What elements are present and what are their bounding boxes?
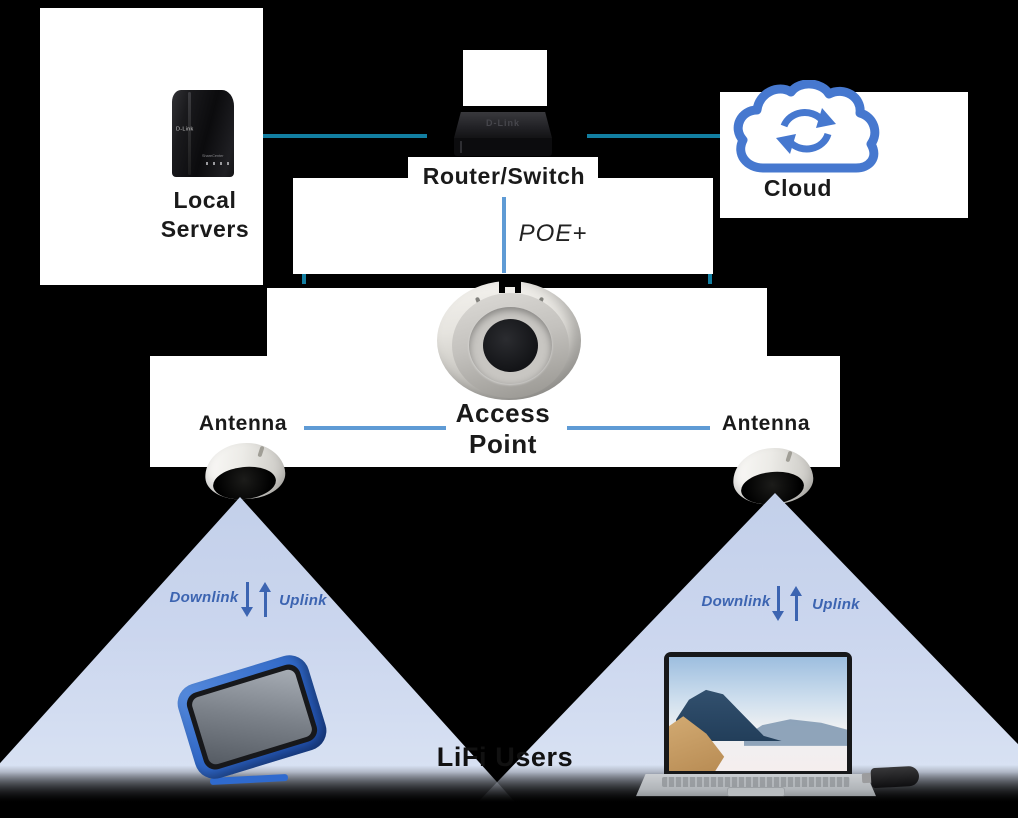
link-servers-to-switch bbox=[263, 134, 427, 138]
usb-dongle-body bbox=[870, 765, 920, 789]
usb-dongle-icon bbox=[861, 765, 920, 790]
nas-edge-highlight bbox=[188, 92, 191, 175]
link-tick-left bbox=[302, 274, 306, 284]
laptop-screen bbox=[664, 652, 852, 776]
uplink-label-right: Uplink bbox=[812, 596, 860, 613]
link-poe bbox=[502, 197, 506, 273]
panel-above-router bbox=[463, 50, 547, 106]
local-server-device-icon: D-Link ShareCenter bbox=[172, 90, 234, 177]
laptop-wallpaper bbox=[669, 657, 847, 771]
link-antenna-right bbox=[567, 426, 710, 430]
nas-brand-label: D-Link bbox=[176, 126, 194, 133]
downlink-arrow-left bbox=[241, 582, 254, 618]
uplink-arrow-right bbox=[790, 586, 803, 622]
uplink-label-left: Uplink bbox=[279, 592, 327, 609]
downlink-arrow-right bbox=[772, 586, 785, 622]
cloud-label: Cloud bbox=[763, 175, 833, 201]
wallpaper-hill bbox=[743, 719, 847, 746]
antenna-left-label: Antenna bbox=[198, 412, 288, 435]
sync-icon bbox=[780, 109, 832, 153]
switch-brand-label: D-Link bbox=[486, 118, 520, 128]
laptop-keyboard-deck bbox=[636, 774, 876, 797]
router-switch-label: Router/Switch bbox=[422, 163, 586, 189]
tablet-device-icon bbox=[172, 650, 342, 798]
local-servers-label: Local Servers bbox=[160, 187, 250, 242]
link-antenna-left bbox=[304, 426, 446, 430]
ap-mount-notch bbox=[499, 279, 521, 293]
antenna-device-left-icon bbox=[203, 440, 287, 503]
tablet-screen bbox=[190, 667, 314, 767]
downlink-label-right: Downlink bbox=[701, 593, 771, 610]
ap-notch-tab bbox=[505, 287, 515, 293]
nas-model-label: ShareCenter bbox=[202, 154, 224, 159]
ap-body-disc bbox=[452, 293, 569, 398]
laptop-trackpad bbox=[728, 788, 784, 796]
ethernet-port bbox=[460, 141, 462, 153]
nas-status-leds bbox=[206, 162, 230, 165]
cloud-icon bbox=[733, 80, 880, 173]
laptop-device-icon bbox=[636, 648, 876, 800]
switch-top-face bbox=[454, 112, 552, 138]
access-point-label: Access Point bbox=[455, 398, 551, 459]
ap-inner-ring bbox=[469, 307, 552, 384]
ap-lens bbox=[483, 319, 538, 372]
switch-ports bbox=[460, 141, 546, 153]
uplink-arrow-left bbox=[259, 582, 272, 618]
tablet-case bbox=[172, 650, 332, 784]
lifi-users-label: LiFi Users bbox=[436, 742, 574, 772]
link-switch-to-cloud bbox=[587, 134, 720, 138]
laptop-keyboard bbox=[662, 777, 850, 787]
switch-front-face bbox=[454, 138, 552, 156]
antenna-right-label: Antenna bbox=[721, 412, 811, 435]
router-switch-device-icon: D-Link bbox=[454, 112, 552, 158]
downlink-label-left: Downlink bbox=[169, 589, 239, 606]
access-point-device-icon bbox=[437, 279, 581, 400]
link-tick-right bbox=[708, 274, 712, 284]
poe-label: POE+ bbox=[518, 220, 588, 247]
